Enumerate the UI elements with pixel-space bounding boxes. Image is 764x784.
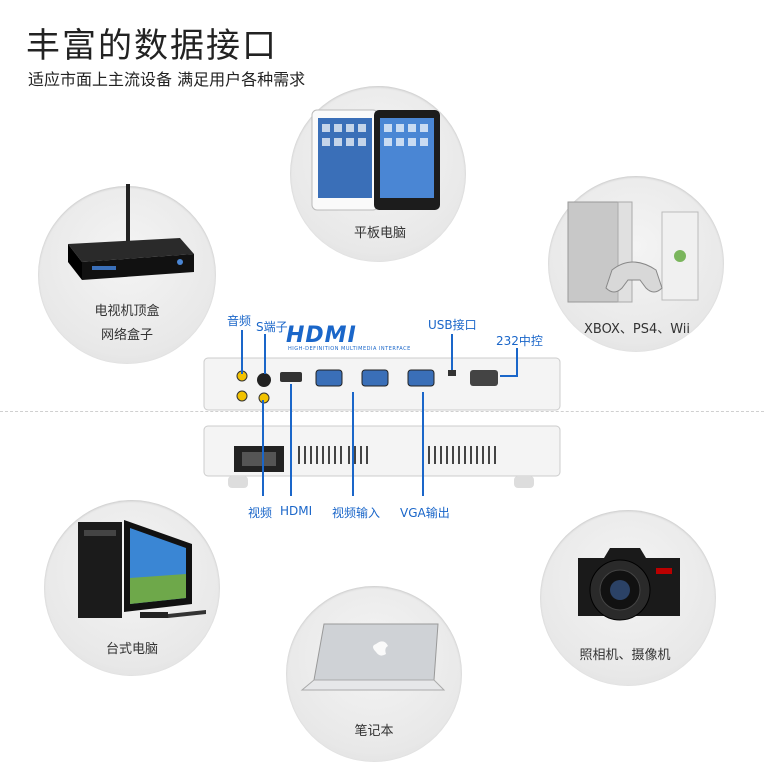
port-label-audio: 音频 [227, 314, 252, 328]
tablet-illustration [311, 109, 440, 211]
port-label-rs232: 232中控 [496, 334, 543, 348]
desktop-label: 台式电脑 [105, 642, 158, 657]
hdmi-logo: HDMI [286, 323, 357, 348]
projector-illustration [203, 357, 561, 488]
port-line-svideo [264, 334, 266, 374]
port-line-rs232-h [500, 375, 518, 377]
page-subtitle: 适应市面上主流设备 满足用户各种需求 [28, 70, 306, 89]
laptop-illustration [300, 623, 446, 691]
port-line-hdmi [290, 384, 292, 496]
port-line-rs232 [516, 348, 518, 376]
desktop-illustration [78, 520, 206, 618]
laptop-label: 笔记本 [354, 724, 394, 739]
camera-illustration [578, 548, 680, 621]
port-label-video: 视频 [248, 506, 273, 520]
console-illustration [567, 201, 699, 303]
settop-label-line2: 网络盒子 [100, 328, 153, 343]
port-label-hdmi: HDMI [280, 504, 313, 518]
console-label: XBOX、PS4、Wii [583, 322, 691, 337]
settop-box-illustration [68, 184, 194, 280]
port-label-video-in: 视频输入 [332, 506, 381, 520]
page-title: 丰富的数据接口 [26, 26, 278, 66]
camera-label: 照相机、摄像机 [579, 648, 671, 663]
section-divider [0, 411, 764, 412]
port-label-vga-out: VGA输出 [400, 506, 450, 520]
port-line-audio [241, 330, 243, 374]
tablet-label: 平板电脑 [353, 226, 406, 241]
port-label-svideo: S端子 [256, 320, 288, 334]
hdmi-logo-tagline: HIGH-DEFINITION MULTIMEDIA INTERFACE [288, 346, 411, 352]
port-line-video-in [352, 392, 354, 496]
settop-label-line1: 电视机顶盒 [94, 304, 160, 319]
port-line-usb [451, 334, 453, 370]
port-line-video [262, 400, 264, 496]
port-label-usb: USB接口 [428, 318, 477, 332]
port-line-vga-out [422, 392, 424, 496]
